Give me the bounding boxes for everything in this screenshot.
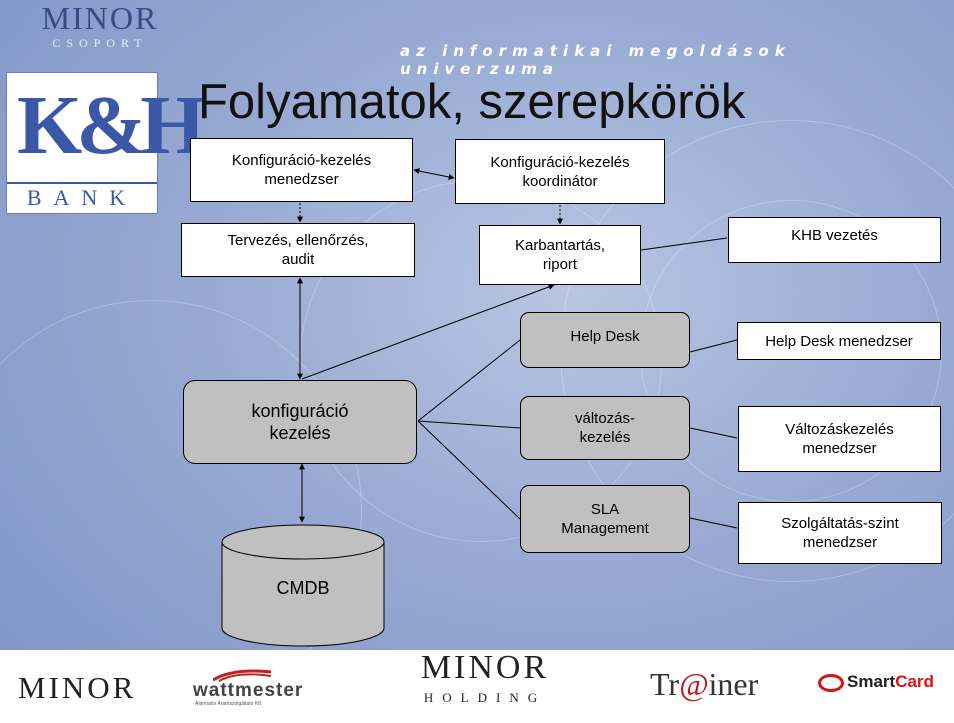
node-label: Konfiguráció-kezelés koordinátor	[490, 153, 630, 190]
bank-label: BANK	[7, 182, 157, 211]
trainer-pre: Tr	[650, 666, 680, 702]
smartcard-b: Card	[895, 672, 934, 691]
database-icon	[221, 524, 385, 647]
edge-valtozas-men	[689, 427, 738, 439]
minor-csoport-logo: MINOR CSOPORT	[10, 2, 190, 51]
node-szolgaltatas-szint-menedzser: Szolgáltatás-szint menedzser	[738, 502, 942, 564]
smartcard-a: Smart	[847, 672, 896, 691]
node-label: KHB vezetés	[791, 227, 878, 244]
minor-logo: MINOR	[18, 670, 137, 705]
holding-sub: HOLDING	[423, 690, 547, 705]
trainer-at: @	[679, 666, 709, 702]
node-valtozas-kezeles: változás- kezelés	[520, 396, 690, 460]
holding-name: MINOR	[420, 649, 550, 686]
node-label: Konfiguráció-kezelés menedzser	[231, 152, 372, 188]
logo-name: MINOR	[41, 0, 159, 36]
node-sla-management: SLA Management	[520, 485, 690, 553]
node-label: konfiguráció kezelés	[251, 401, 349, 443]
node-label: SLA Management	[561, 501, 649, 537]
edge-karbantartas-khb	[640, 237, 728, 251]
edge-menedzser-koordinator	[413, 168, 455, 180]
smartcard-logo: SmartCard	[818, 672, 934, 692]
node-label: Help Desk	[570, 328, 640, 345]
edge-helpdesk-men	[689, 339, 738, 353]
edge-konfig-sla	[417, 420, 521, 520]
node-help-desk: Help Desk	[520, 312, 690, 368]
node-konfiguracio-kezeles-koordinator: Konfiguráció-kezelés koordinátor	[455, 139, 665, 204]
edge-konfig-valtozas	[417, 420, 521, 429]
node-cmdb: CMDB	[221, 524, 385, 648]
page-title: Folyamatok, szerepkörök	[198, 75, 746, 129]
node-label: Tervezés, ellenőrzés, audit	[227, 232, 369, 268]
node-help-desk-menedzser: Help Desk menedzser	[737, 322, 941, 360]
node-label: Változáskezelés menedzser	[785, 421, 894, 457]
node-konfiguracio-kezeles-menedzser: Konfiguráció-kezelés menedzser	[190, 138, 413, 202]
wattmester-swoosh-icon	[213, 669, 272, 682]
trainer-post: iner	[708, 666, 759, 702]
logo-sub: CSOPORT	[52, 36, 148, 50]
node-konfiguracio-kezeles: konfiguráció kezelés	[183, 380, 417, 464]
node-label: Szolgáltatás-szint menedzser	[781, 515, 899, 551]
node-tervezes-ellenorzes-audit: Tervezés, ellenőrzés, audit	[181, 223, 415, 277]
wattmester-name: wattmester	[193, 680, 304, 701]
node-label: változás- kezelés	[574, 410, 636, 446]
smartcard-ring-icon	[818, 673, 844, 692]
minor-holding-logo: MINOR HOLDING	[400, 650, 570, 706]
trainer-logo: Tr@iner	[650, 666, 758, 703]
node-label: Karbantartás, riport	[514, 237, 606, 273]
node-karbantartas-riport: Karbantartás, riport	[479, 225, 641, 285]
wattmester-subtitle: Alternatív Áramszolgáltató Kft.	[195, 701, 263, 707]
node-khb-vezetes: KHB vezetés	[728, 217, 941, 263]
edge-sla-men	[689, 517, 738, 529]
node-valtozaskezeles-menedzser: Változáskezelés menedzser	[738, 406, 941, 472]
tagline: az informatikai megoldások univerzuma	[400, 42, 791, 78]
kh-mark: K&H	[17, 79, 206, 172]
footer-logo-bar: MINOR wattmester Alternatív Áramszolgált…	[0, 650, 954, 723]
wattmester-logo: wattmester Alternatív Áramszolgáltató Kf…	[193, 668, 323, 708]
kh-bank-logo: K&H BANK	[6, 72, 206, 214]
edge-konfig-helpdesk	[417, 339, 521, 422]
node-label: CMDB	[276, 578, 330, 598]
node-label: Help Desk menedzser	[765, 332, 913, 350]
edge-konfig-karbantartas	[301, 284, 555, 380]
